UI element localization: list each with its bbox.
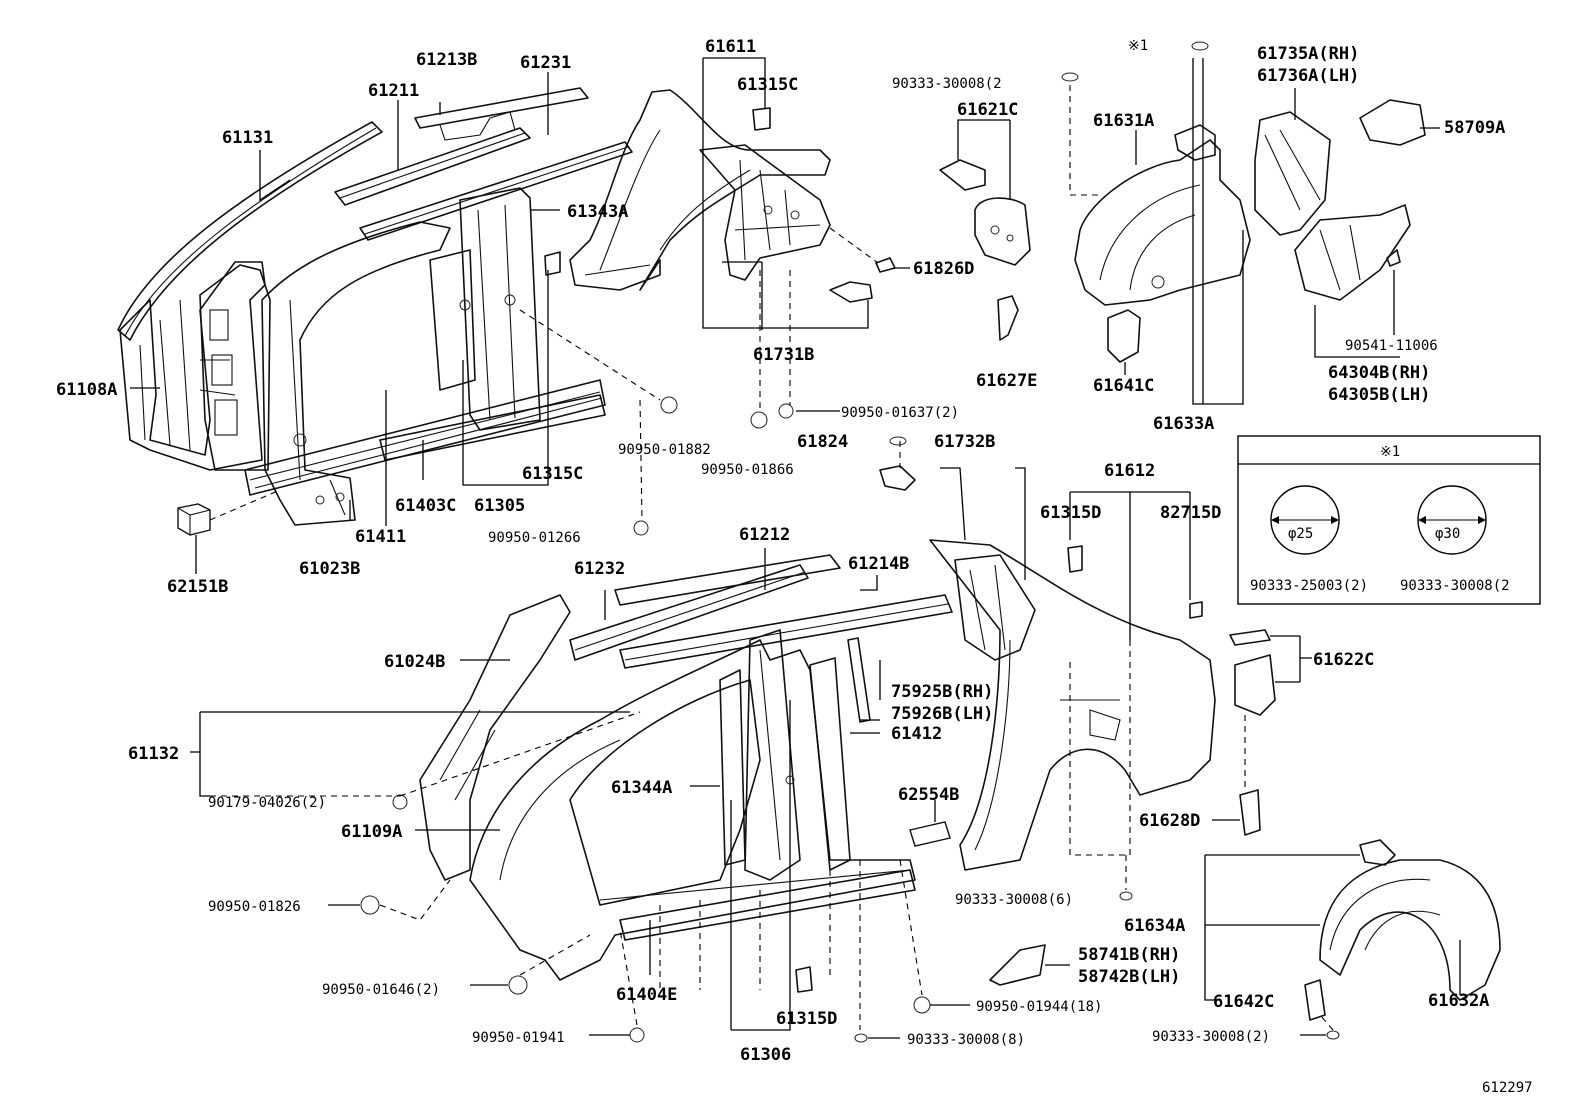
label-61622c: 61622C [1313,650,1374,670]
label-58709a: 58709A [1444,118,1505,138]
label-90950-01944: 90950-01944(18) [976,999,1102,1015]
label-61131: 61131 [222,128,273,148]
label-90950-01866: 90950-01866 [701,462,794,478]
label-90333-30008-6: 90333-30008(6) [955,892,1073,908]
label-ref1: ※1 [1128,38,1148,54]
label-61411: 61411 [355,527,406,547]
label-61315d-right: 61315D [1040,503,1101,523]
label-64304b: 64304B(RH) [1328,363,1430,383]
wheel-housing-drawing [939,41,1426,363]
rear-quarter-panel-drawing [569,89,896,303]
label-61611: 61611 [705,37,756,57]
label-61824: 61824 [797,432,848,452]
label-61213b: 61213B [416,50,477,70]
label-61735a: 61735A(RH) [1257,44,1359,64]
label-61231: 61231 [520,53,571,73]
label-90179-04026: 90179-04026(2) [208,795,326,811]
inset-right-part: 90333-30008(2 [1400,578,1510,594]
label-61023b: 61023B [299,559,360,579]
inset-left-diameter: φ25 [1288,526,1313,542]
label-90950-01637: 90950-01637(2) [841,405,959,421]
label-61642c: 61642C [1213,992,1274,1012]
label-90950-01826: 90950-01826 [208,899,301,915]
label-82715d: 82715D [1160,503,1221,523]
label-62151b: 62151B [167,577,228,597]
label-61634a: 61634A [1124,916,1185,936]
label-61628d: 61628D [1139,811,1200,831]
reference-inset: ※1 φ25 φ30 90333-25003(2) 90333-30008(2 [1237,435,1541,605]
leader-lines [130,57,1461,1039]
label-90333-30008-top: 90333-30008(2 [892,76,1002,92]
label-61306: 61306 [740,1045,791,1065]
label-61315c-top: 61315C [737,75,798,95]
label-61315d-bottom: 61315D [776,1009,837,1029]
label-61412: 61412 [891,724,942,744]
label-61612: 61612 [1104,461,1155,481]
label-61404e: 61404E [616,985,677,1005]
label-61632a: 61632A [1428,991,1489,1011]
label-61305: 61305 [474,496,525,516]
label-90950-01941: 90950-01941 [472,1030,565,1046]
label-90333-30008-8: 90333-30008(8) [907,1032,1025,1048]
label-90950-01882: 90950-01882 [618,442,711,458]
label-61627e: 61627E [976,371,1037,391]
label-61826d: 61826D [913,259,974,279]
label-61214b: 61214B [848,554,909,574]
diagram-id: 612297 [1482,1080,1533,1096]
label-64305b: 64305B(LH) [1328,385,1430,405]
front-body-side-drawing [117,87,633,536]
label-61633a: 61633A [1153,414,1214,434]
label-61024b: 61024B [384,652,445,672]
label-90950-01266: 90950-01266 [488,530,581,546]
label-61315c-mid: 61315C [522,464,583,484]
label-90541-11006: 90541-11006 [1345,338,1438,354]
label-61731b: 61731B [753,345,814,365]
label-90950-01646: 90950-01646(2) [322,982,440,998]
label-75926b: 75926B(LH) [891,704,993,724]
label-58741b: 58741B(RH) [1078,945,1180,965]
label-61641c: 61641C [1093,376,1154,396]
label-61232: 61232 [574,559,625,579]
full-body-side-drawing [360,396,1501,1043]
label-61109a: 61109A [341,822,402,842]
label-61403c: 61403C [395,496,456,516]
label-62554b: 62554B [898,785,959,805]
label-61736a: 61736A(LH) [1257,66,1359,86]
part-labels: 61611 61315C 61213B 61231 61211 61131 61… [56,37,1533,1096]
label-58742b: 58742B(LH) [1078,967,1180,987]
inset-left-part: 90333-25003(2) [1250,578,1368,594]
label-90333-30008-br: 90333-30008(2) [1152,1029,1270,1045]
label-61212: 61212 [739,525,790,545]
label-61343a: 61343A [567,202,628,222]
label-61631a: 61631A [1093,111,1154,131]
label-61132: 61132 [128,744,179,764]
label-61621c: 61621C [957,100,1018,120]
label-61732b: 61732B [934,432,995,452]
label-61211: 61211 [368,81,419,101]
inset-right-diameter: φ30 [1435,526,1460,542]
label-75925b: 75925B(RH) [891,682,993,702]
label-61344a: 61344A [611,778,672,798]
label-61108a: 61108A [56,380,117,400]
inset-title: ※1 [1380,444,1400,460]
